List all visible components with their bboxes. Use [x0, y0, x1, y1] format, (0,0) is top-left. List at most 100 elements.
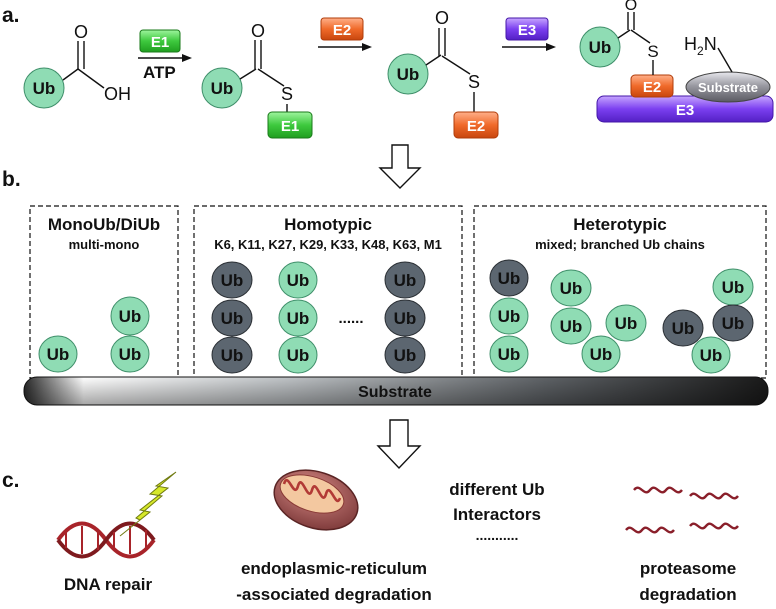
- oxygen-label: O: [625, 0, 637, 14]
- ub-node: [23, 67, 65, 109]
- organelle-inner: [279, 474, 345, 514]
- ub-label: Ub: [33, 79, 56, 98]
- peptide-fragment: [689, 492, 739, 500]
- lightning-icon: [119, 471, 177, 537]
- ub-label: Ub: [498, 345, 521, 364]
- homotypic-subtitle: K6, K11, K27, K29, K33, K48, K63, M1: [214, 237, 442, 252]
- e2-enzyme-box: [630, 74, 674, 98]
- ub-node: [201, 67, 243, 109]
- ub-label: Ub: [590, 345, 613, 364]
- ub-label: Ub: [397, 65, 420, 84]
- ub-label: Ub: [221, 271, 244, 290]
- ub-label: Ub: [119, 307, 142, 326]
- dna-repair-label: DNA repair: [64, 575, 153, 594]
- oxygen-label: O: [74, 22, 88, 42]
- ub-node-light: [278, 299, 318, 337]
- ub-node-light: [581, 335, 621, 373]
- arrowhead: [362, 43, 372, 51]
- bond: [425, 54, 442, 66]
- ub-e1-thioester: Ub O S E1: [201, 21, 313, 139]
- oxygen-label: O: [435, 8, 449, 28]
- dna-strand: [56, 521, 156, 559]
- panel-b: MonoUb/DiUb multi-mono Homotypic K6, K11…: [23, 205, 769, 406]
- ub-e2-thioester: Ub O S E2: [387, 8, 499, 139]
- mono-subtitle: multi-mono: [69, 237, 140, 252]
- ub-node-dark: [211, 336, 253, 374]
- panel-a: Ub O OH E1 ATP Ub O S: [23, 0, 774, 139]
- ub-label: Ub: [287, 346, 310, 365]
- mono-title: MonoUb/DiUb: [48, 215, 160, 234]
- panel-c: DNA repair endoplasmic-reticulum -associ…: [56, 469, 739, 604]
- substrate-blob: [685, 71, 771, 103]
- peptide-fragment: [633, 486, 683, 494]
- down-arrow-b-to-c: [376, 419, 422, 470]
- atp-label: ATP: [143, 63, 176, 82]
- e1-enzyme-box: [139, 29, 181, 53]
- bond: [630, 29, 651, 44]
- ub-node: [387, 53, 429, 95]
- ub-label: Ub: [287, 271, 310, 290]
- bond: [617, 29, 631, 39]
- bond: [717, 47, 733, 73]
- amine-label: H2N: [684, 34, 717, 58]
- e2-enzyme-box: [453, 111, 499, 139]
- ub-label: Ub: [700, 346, 723, 365]
- ub-node-light: [278, 336, 318, 374]
- e1-label: E1: [151, 34, 169, 51]
- ub-node-dark: [712, 304, 754, 342]
- e3-label: E3: [518, 22, 536, 39]
- e3-label: E3: [676, 102, 694, 119]
- bond: [62, 68, 79, 81]
- substrate-label: Substrate: [698, 80, 758, 95]
- e3-enzyme-box: [505, 17, 549, 41]
- panel-label-b: b.: [2, 168, 21, 191]
- peptide-fragments-icon: [625, 486, 739, 534]
- cristae: [282, 479, 342, 502]
- ub-label: Ub: [589, 38, 612, 57]
- ub-label: Ub: [47, 345, 70, 364]
- heterotypic-subtitle: mixed; branched Ub chains: [535, 237, 705, 252]
- interactors-label-line2: Interactors: [453, 505, 541, 524]
- ub-label: Ub: [722, 314, 745, 333]
- ub-node-light: [489, 335, 529, 373]
- erad-label-line1: endoplasmic-reticulum: [241, 559, 427, 578]
- ub-node-dark: [384, 261, 426, 299]
- hydroxyl-label: OH: [104, 84, 131, 104]
- organelle-icon: [273, 469, 359, 531]
- ub-label: Ub: [211, 79, 234, 98]
- ub-node-light: [691, 336, 731, 374]
- peptide-fragment: [625, 526, 675, 534]
- ub-label: Ub: [119, 345, 142, 364]
- bond: [257, 68, 285, 87]
- heterotypic-title: Heterotypic: [573, 215, 667, 234]
- ub-label: Ub: [498, 307, 521, 326]
- e2-label: E2: [333, 22, 351, 39]
- ub-node-dark: [662, 309, 704, 347]
- ub-node-dark: [489, 259, 529, 297]
- bond: [239, 68, 257, 80]
- interactors-label-line1: different Ub: [449, 480, 544, 499]
- ub-label: Ub: [560, 279, 583, 298]
- e2-label: E2: [467, 118, 485, 135]
- ub-label: Ub: [672, 319, 695, 338]
- bond: [441, 55, 471, 75]
- ub-node-dark: [211, 261, 253, 299]
- ub-label: Ub: [498, 269, 521, 288]
- panel-label-c: c.: [2, 469, 20, 492]
- e1-label: E1: [281, 118, 299, 135]
- homotypic-title: Homotypic: [284, 215, 372, 234]
- arrowhead: [546, 43, 556, 51]
- proteasome-label-line2: degradation: [639, 585, 736, 604]
- ub-label: Ub: [394, 346, 417, 365]
- ub-label: Ub: [221, 346, 244, 365]
- ub-node-light: [38, 335, 78, 373]
- substrate-bar-label: Substrate: [358, 384, 432, 401]
- ub-acid: Ub O OH: [23, 22, 131, 109]
- ub-node-light: [550, 307, 592, 345]
- ub-label: Ub: [615, 314, 638, 333]
- interactors-dots: ...........: [476, 527, 519, 543]
- ub-label: Ub: [221, 309, 244, 328]
- substrate-bar-shade: [24, 377, 768, 405]
- sulfur-label: S: [468, 72, 480, 92]
